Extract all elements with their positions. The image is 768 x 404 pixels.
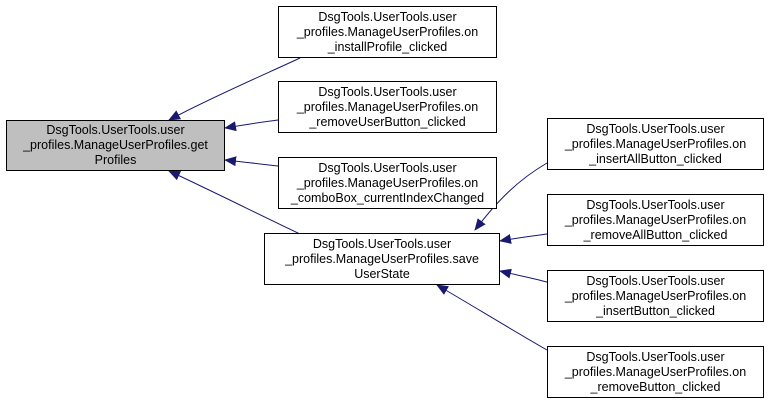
node-line: _removeAllButton_clicked [583, 227, 728, 242]
node-line: _profiles.ManageUserProfiles.on [564, 288, 747, 303]
node-line: DsgTools.UserTools.user [318, 9, 457, 24]
node-line: DsgTools.UserTools.user [318, 84, 457, 99]
node-line: _installProfile_clicked [327, 39, 448, 54]
node-line: _removeButton_clicked [590, 379, 721, 394]
node-line: UserState [354, 266, 410, 281]
node-on-remove-button-clicked[interactable]: DsgTools.UserTools.user _profiles.Manage… [547, 346, 764, 398]
node-line: _profiles.ManageUserProfiles.on [564, 136, 747, 151]
node-line: DsgTools.UserTools.user [586, 349, 725, 364]
node-on-insert-button-clicked[interactable]: DsgTools.UserTools.user _profiles.Manage… [547, 270, 764, 322]
node-line: _profiles.ManageUserProfiles.on [564, 364, 747, 379]
node-line: _profiles.ManageUserProfiles.get [23, 138, 208, 152]
node-on-install-profile-clicked[interactable]: DsgTools.UserTools.user _profiles.Manage… [278, 6, 497, 58]
node-on-remove-user-button-clicked[interactable]: DsgTools.UserTools.user _profiles.Manage… [278, 81, 497, 133]
edge-save-state-to-get-profiles [168, 170, 301, 235]
node-line: _profiles.ManageUserProfiles.save [285, 251, 479, 266]
edge-insert-button-to-save-state [499, 268, 548, 283]
node-on-combo-box-current-index-changed[interactable]: DsgTools.UserTools.user _profiles.Manage… [278, 157, 497, 209]
node-on-remove-all-button-clicked[interactable]: DsgTools.UserTools.user _profiles.Manage… [547, 194, 764, 246]
node-line: _insertButton_clicked [596, 303, 715, 318]
node-get-profiles: DsgTools.UserTools.user _profiles.Manage… [6, 120, 225, 171]
node-line: _comboBox_currentIndexChanged [290, 190, 485, 205]
node-save-user-state[interactable]: DsgTools.UserTools.user _profiles.Manage… [264, 233, 500, 285]
edge-install-to-get-profiles [168, 57, 301, 121]
node-line: DsgTools.UserTools.user [586, 273, 725, 288]
node-line: DsgTools.UserTools.user [46, 123, 185, 137]
edge-remove-all-to-save-state [499, 233, 548, 244]
node-line: DsgTools.UserTools.user [586, 121, 725, 136]
node-line: _removeUserButton_clicked [309, 114, 466, 129]
node-line: _profiles.ManageUserProfiles.on [296, 99, 479, 114]
node-line: DsgTools.UserTools.user [312, 236, 452, 251]
node-line: DsgTools.UserTools.user [586, 197, 725, 212]
node-line: DsgTools.UserTools.user [318, 160, 457, 175]
node-line: _insertAllButton_clicked [589, 151, 722, 166]
node-line: Profiles [94, 153, 137, 167]
edge-combo-box-to-get-profiles [224, 156, 279, 167]
node-line: _profiles.ManageUserProfiles.on [296, 175, 479, 190]
node-line: _profiles.ManageUserProfiles.on [564, 212, 747, 227]
node-line: _profiles.ManageUserProfiles.on [296, 24, 479, 39]
edge-insert-all-to-save-state [474, 162, 548, 231]
edge-remove-user-to-get-profiles [224, 119, 279, 132]
node-on-insert-all-button-clicked[interactable]: DsgTools.UserTools.user _profiles.Manage… [547, 118, 764, 170]
edge-remove-button-to-save-state [436, 284, 548, 351]
